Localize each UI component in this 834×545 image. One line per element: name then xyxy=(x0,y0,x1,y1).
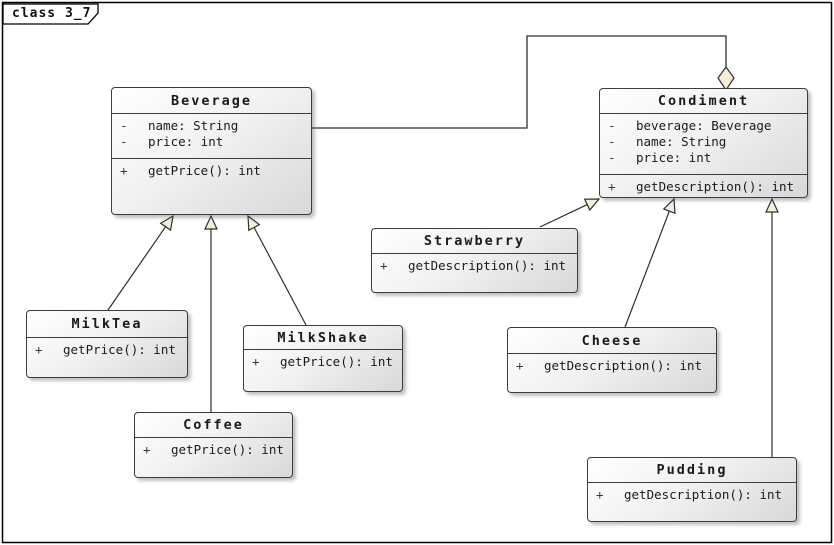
class-name: Beverage xyxy=(112,88,311,114)
method-text: getDescription(): int xyxy=(408,258,567,273)
frame-tab-label: class 3_7 xyxy=(12,6,92,21)
generalization-milktea-beverage-line xyxy=(107,226,167,311)
generalization-cheese-condiment-line xyxy=(624,210,670,328)
method-row: + getDescription(): int xyxy=(508,358,716,374)
method-text: getDescription(): int xyxy=(636,179,795,194)
methods-compartment: + getDescription(): int xyxy=(588,483,796,521)
method-row: + getDescription(): int xyxy=(600,179,807,195)
aggregation-condiment-beverage-line xyxy=(312,35,727,129)
attribute-text: price: int xyxy=(148,134,224,149)
attribute-row: - price: int xyxy=(600,150,807,166)
class-name: Cheese xyxy=(508,328,716,354)
visibility-symbol: - xyxy=(608,150,616,165)
class-name: MilkTea xyxy=(27,311,187,338)
class-name: Coffee xyxy=(135,413,292,438)
visibility-symbol: + xyxy=(596,487,604,502)
method-row: + getPrice(): int xyxy=(244,354,402,370)
methods-compartment: + getPrice(): int xyxy=(27,338,187,377)
methods-compartment: + getDescription(): int xyxy=(600,175,807,197)
visibility-symbol: + xyxy=(120,163,128,178)
visibility-symbol: + xyxy=(516,358,524,373)
class-coffee: Coffee + getPrice(): int xyxy=(134,412,293,478)
generalization-coffee-beverage-arrowhead xyxy=(204,214,218,230)
class-cheese: Cheese + getDescription(): int xyxy=(507,327,717,393)
visibility-symbol: + xyxy=(608,179,616,194)
method-text: getPrice(): int xyxy=(171,442,284,457)
attribute-text: beverage: Beverage xyxy=(636,118,772,133)
visibility-symbol: + xyxy=(380,258,388,273)
generalization-milkshake-beverage-arrowhead xyxy=(247,214,261,232)
class-name: MilkShake xyxy=(244,326,402,350)
generalization-strawberry-condiment-line xyxy=(539,204,588,228)
method-text: getDescription(): int xyxy=(624,487,783,502)
method-text: getDescription(): int xyxy=(544,358,703,373)
generalization-cheese-condiment-arrowhead xyxy=(662,197,676,215)
attribute-row: - name: String xyxy=(112,118,311,134)
attribute-text: name: String xyxy=(636,134,727,149)
aggregation-diamond xyxy=(717,65,735,92)
class-condiment: Condiment - beverage: Beverage - name: Strin… xyxy=(599,88,808,198)
method-row: + getPrice(): int xyxy=(135,442,292,458)
attribute-row: - beverage: Beverage xyxy=(600,118,807,134)
method-row: + getDescription(): int xyxy=(372,258,577,274)
visibility-symbol: - xyxy=(120,134,128,149)
method-text: getPrice(): int xyxy=(280,354,393,369)
class-beverage: Beverage - name: String - price: int + getPric… xyxy=(111,87,312,215)
methods-compartment: + getDescription(): int xyxy=(508,354,716,392)
visibility-symbol: + xyxy=(143,442,151,457)
method-row: + getDescription(): int xyxy=(588,487,796,503)
generalization-strawberry-condiment-arrowhead xyxy=(583,198,601,212)
method-row: + getPrice(): int xyxy=(112,163,311,179)
generalization-milktea-beverage-arrowhead xyxy=(159,214,174,232)
method-row: + getPrice(): int xyxy=(27,342,187,358)
class-name: Strawberry xyxy=(372,229,577,254)
visibility-symbol: - xyxy=(120,118,128,133)
attribute-row: - price: int xyxy=(112,134,311,150)
method-text: getPrice(): int xyxy=(148,163,261,178)
attributes-compartment: - beverage: Beverage - name: String - price: … xyxy=(600,114,807,175)
visibility-symbol: + xyxy=(252,354,260,369)
visibility-symbol: - xyxy=(608,118,616,133)
attribute-row: - name: String xyxy=(600,134,807,150)
class-milktea: MilkTea + getPrice(): int xyxy=(26,310,188,378)
class-strawberry: Strawberry + getDescription(): int xyxy=(371,228,578,293)
methods-compartment: + getDescription(): int xyxy=(372,254,577,292)
class-name: Condiment xyxy=(600,89,807,114)
attribute-text: price: int xyxy=(636,150,712,165)
methods-compartment: + getPrice(): int xyxy=(244,350,402,391)
class-pudding: Pudding + getDescription(): int xyxy=(587,457,797,522)
generalization-milkshake-beverage-line xyxy=(253,227,307,326)
attributes-compartment: - name: String - price: int xyxy=(112,114,311,159)
generalization-pudding-condiment-arrowhead xyxy=(765,197,779,213)
methods-compartment: + getPrice(): int xyxy=(112,159,311,214)
methods-compartment: + getPrice(): int xyxy=(135,438,292,477)
method-text: getPrice(): int xyxy=(63,342,176,357)
frame-tab xyxy=(2,3,99,25)
class-name: Pudding xyxy=(588,458,796,483)
visibility-symbol: - xyxy=(608,134,616,149)
visibility-symbol: + xyxy=(35,342,43,357)
class-milkshake: MilkShake + getPrice(): int xyxy=(243,325,403,392)
attribute-text: name: String xyxy=(148,118,239,133)
